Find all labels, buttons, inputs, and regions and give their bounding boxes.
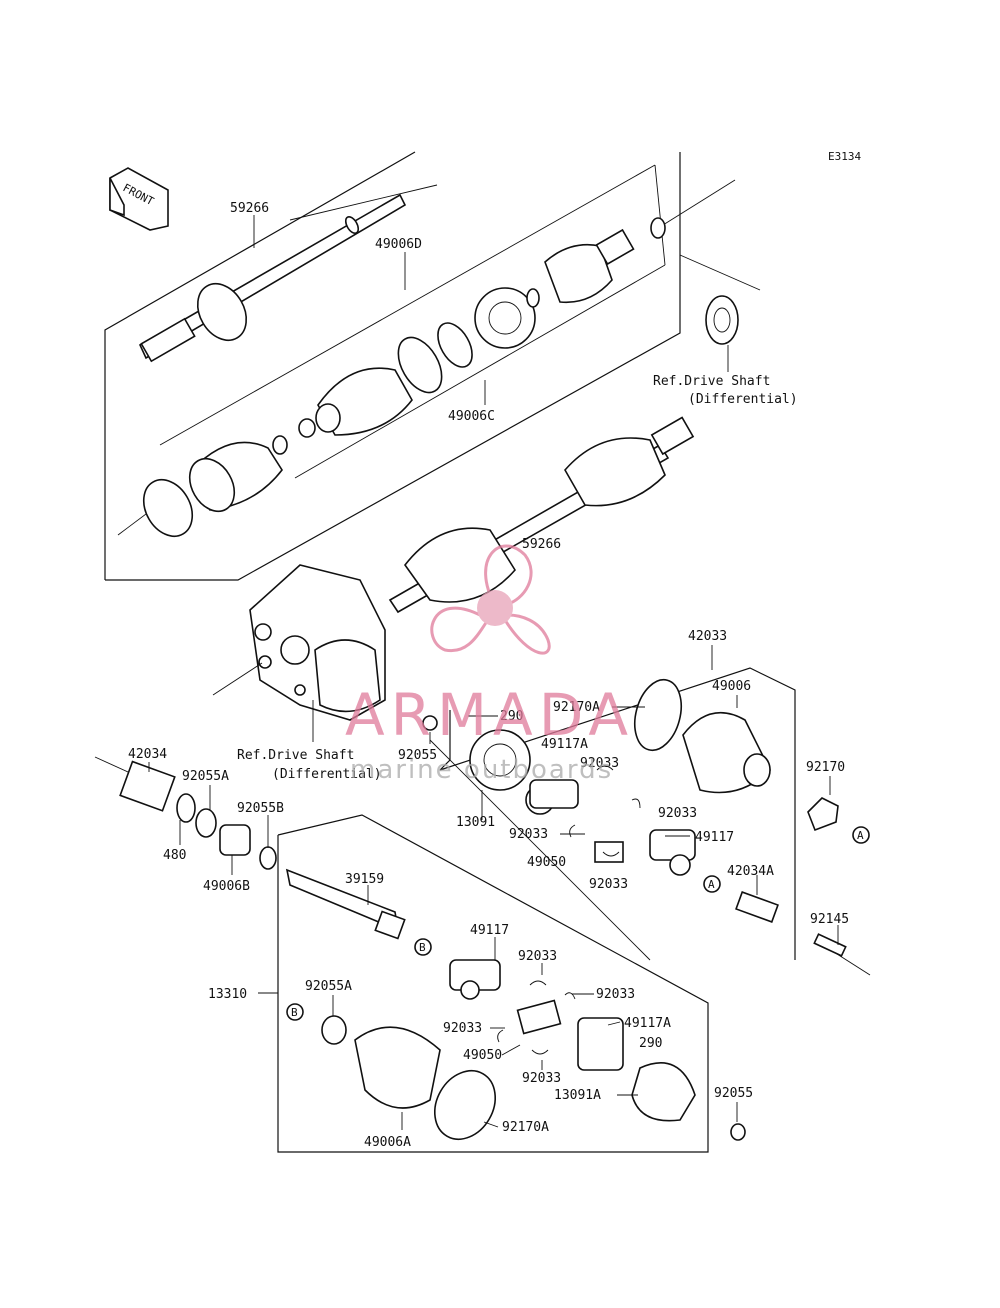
label-92033-a: 92033 bbox=[580, 756, 619, 771]
label-49117a-low: 49117A bbox=[624, 1016, 671, 1031]
label-49117: 49117 bbox=[695, 830, 734, 845]
label-49006a: 49006A bbox=[364, 1135, 411, 1150]
label-92055b: 92055B bbox=[237, 801, 284, 816]
svg-text:A: A bbox=[857, 829, 864, 842]
lower-assembly-parts bbox=[285, 868, 746, 1141]
label-39159: 39159 bbox=[345, 872, 384, 887]
label-13310: 13310 bbox=[208, 987, 247, 1002]
label-290-top: 290 bbox=[500, 709, 523, 724]
label-42034a: 42034A bbox=[727, 864, 774, 879]
propeller-logo-icon bbox=[430, 544, 551, 655]
ref-drive-shaft-top-line2: (Differential) bbox=[688, 392, 798, 407]
label-49006d: 49006D bbox=[375, 237, 422, 252]
ref-drive-shaft-top-line1: Ref.Drive Shaft bbox=[653, 374, 770, 389]
label-49117-low: 49117 bbox=[470, 923, 509, 938]
ref-drive-shaft-low-line1: Ref.Drive Shaft bbox=[237, 748, 354, 763]
drive-shaft-middle bbox=[388, 416, 695, 614]
label-92055a-top: 92055A bbox=[182, 769, 229, 784]
callout-b-lower: B bbox=[286, 1003, 304, 1021]
label-92170a-top: 92170A bbox=[553, 700, 600, 715]
svg-text:A: A bbox=[708, 878, 715, 891]
label-92033-f: 92033 bbox=[596, 987, 635, 1002]
boot-set-top bbox=[142, 217, 666, 538]
differential-housing bbox=[249, 564, 386, 721]
label-59266-top: 59266 bbox=[230, 201, 269, 216]
label-92055-low: 92055 bbox=[714, 1086, 753, 1101]
drive-shaft-top bbox=[138, 193, 407, 363]
svg-text:B: B bbox=[291, 1006, 298, 1019]
lower-assembly-frame bbox=[277, 814, 709, 1153]
callout-a-mid: A bbox=[703, 875, 721, 893]
label-92033-e: 92033 bbox=[518, 949, 557, 964]
label-59266-mid: 59266 bbox=[522, 537, 561, 552]
label-49117a-top: 49117A bbox=[541, 737, 588, 752]
label-49006c: 49006C bbox=[448, 409, 495, 424]
label-92033-d: 92033 bbox=[589, 877, 628, 892]
label-13091: 13091 bbox=[456, 815, 495, 830]
label-49050-low: 49050 bbox=[463, 1048, 502, 1063]
callout-a-right: A bbox=[852, 826, 870, 844]
watermark-tagline: marine outboards bbox=[350, 755, 613, 785]
right-assembly-parts bbox=[422, 678, 871, 976]
watermark-brand: ARMADA bbox=[345, 681, 634, 749]
label-92170: 92170 bbox=[806, 760, 845, 775]
label-42034: 42034 bbox=[128, 747, 167, 762]
label-42033: 42033 bbox=[688, 629, 727, 644]
label-92170a-low: 92170A bbox=[502, 1120, 549, 1135]
differential-gear-icon bbox=[705, 295, 739, 372]
svg-text:B: B bbox=[419, 941, 426, 954]
label-49050-top: 49050 bbox=[527, 855, 566, 870]
label-49006: 49006 bbox=[712, 679, 751, 694]
label-480: 480 bbox=[163, 848, 186, 863]
label-49006b: 49006B bbox=[203, 879, 250, 894]
label-290-low: 290 bbox=[639, 1036, 662, 1051]
diagram-code: E3134 bbox=[828, 150, 861, 163]
label-92055a-low: 92055A bbox=[305, 979, 352, 994]
label-92033-h: 92033 bbox=[522, 1071, 561, 1086]
callout-b-upper: B bbox=[414, 938, 432, 956]
label-92033-b: 92033 bbox=[658, 806, 697, 821]
armada-watermark: ARMADA marine outboards bbox=[345, 544, 634, 785]
left-small-parts bbox=[94, 756, 277, 870]
leader-lines bbox=[148, 215, 839, 1130]
label-13091a: 13091A bbox=[554, 1088, 601, 1103]
label-92055: 92055 bbox=[398, 748, 437, 763]
right-assembly-frame bbox=[429, 667, 796, 961]
front-arrow-icon: FRONT bbox=[109, 167, 169, 231]
label-92033-c: 92033 bbox=[509, 827, 548, 842]
label-92033-g: 92033 bbox=[443, 1021, 482, 1036]
label-92145: 92145 bbox=[810, 912, 849, 927]
ref-drive-shaft-low-line2: (Differential) bbox=[272, 767, 382, 782]
